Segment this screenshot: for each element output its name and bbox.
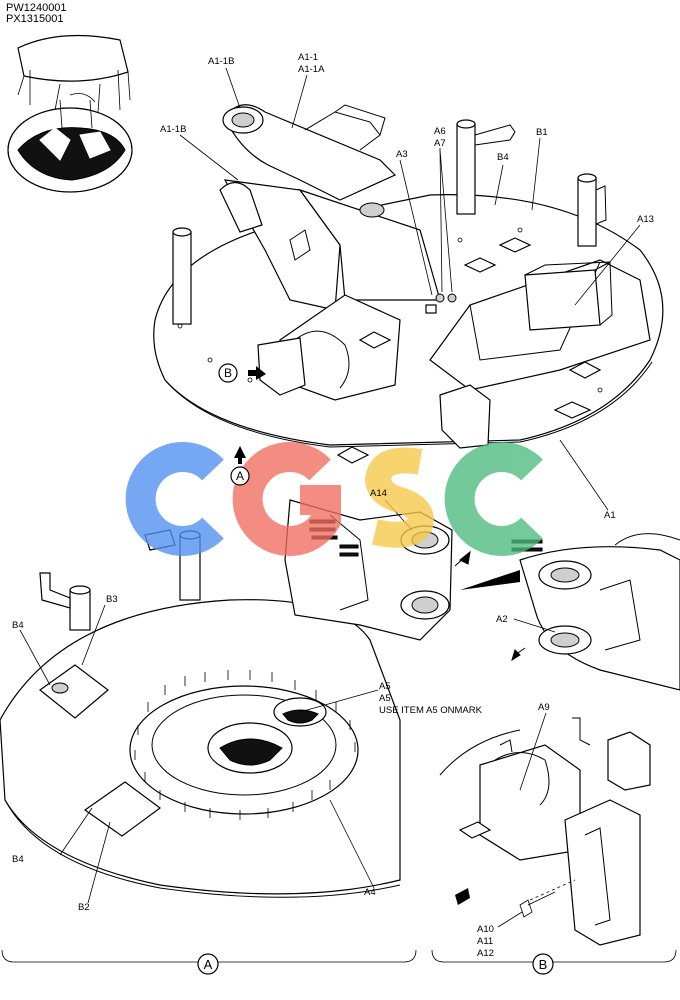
callout-b4-bottom: B4: [12, 854, 24, 865]
arrow-right-icon: [248, 366, 266, 380]
callout-a7: A7: [434, 138, 446, 149]
watermark-letter-g: [232, 442, 341, 556]
callout-a11: A11: [477, 936, 493, 947]
machine-thumbnail: [7, 34, 133, 193]
callout-a1-1: A1-1: [298, 52, 318, 63]
callout-a1-1b-top: A1-1B: [208, 56, 234, 67]
callout-labels: A1-1B A1-1 A1-1A A1-1B A3 A6 A7 B4 B1 A1…: [12, 52, 654, 959]
callout-a14: A14: [370, 488, 387, 499]
callout-b2: B2: [78, 902, 90, 913]
callout-a13: A13: [637, 214, 654, 225]
arrow-up-icon: [234, 446, 246, 464]
boom-swing-detail: [460, 533, 680, 691]
callout-a2: A2: [496, 614, 508, 625]
part-code-1: PW1240001: [6, 2, 67, 14]
direction-arrows: [234, 366, 526, 662]
callout-a1-1a: A1-1A: [298, 64, 325, 75]
part-code-2: PX1315001: [6, 13, 64, 25]
watermark: [125, 442, 543, 556]
callout-a10: A10: [477, 924, 494, 935]
callout-a5-first: A5: [379, 681, 391, 692]
callout-a5-second: A5: [379, 693, 391, 704]
callout-a6: A6: [434, 126, 446, 137]
view-markers: A B A B: [1, 363, 677, 975]
arrow-diag-icon-2: [511, 647, 526, 662]
callout-b1: B1: [536, 127, 548, 138]
watermark-letter-c2: [444, 442, 543, 556]
callout-a9: A9: [538, 702, 550, 713]
marker-a-top: A: [236, 469, 244, 483]
detail-view-b: [439, 717, 651, 946]
marker-b-bottom: B: [539, 957, 548, 972]
callout-a1: A1: [604, 510, 616, 521]
callout-a3: A3: [396, 149, 408, 160]
leader-lines: [19, 67, 641, 928]
callout-b4-left: B4: [12, 620, 24, 631]
marker-a-bottom: A: [204, 957, 213, 972]
callout-a1-1b-left: A1-1B: [160, 124, 186, 135]
callout-b3: B3: [106, 594, 118, 605]
callout-a12: A12: [477, 948, 494, 959]
callout-b4-top: B4: [497, 152, 509, 163]
watermark-letter-c: [125, 442, 224, 556]
upper-frame-assembly: [153, 104, 664, 464]
watermark-letter-s: [364, 447, 434, 548]
marker-b-left: B: [224, 366, 232, 380]
callout-a5-note: USE ITEM A5 ONMARK: [379, 705, 483, 716]
arrow-diag-icon: [454, 550, 471, 567]
callout-a4: A4: [364, 887, 376, 898]
